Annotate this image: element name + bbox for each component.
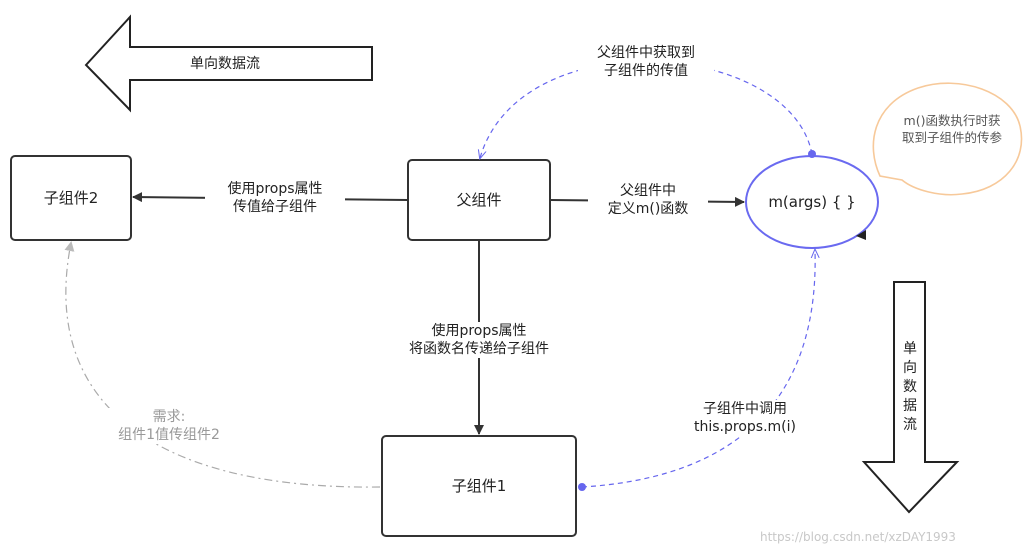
parent-label: 父组件 — [456, 191, 502, 209]
callout-bubble — [872, 82, 1023, 196]
edge-label-line: 使用props属性 — [431, 323, 527, 339]
callout-line: 取到子组件的传参 — [901, 130, 1002, 145]
edge-label-line: 使用props属性 — [227, 181, 323, 197]
edge-label-line: 子组件中调用 — [703, 401, 787, 417]
edge-label-line: 将函数名传递给子组件 — [409, 341, 549, 357]
edge-label-line: 父组件中 — [620, 183, 676, 199]
edge-label-line: 组件1值传组件2 — [118, 427, 220, 443]
edge-label-line: 父组件中获取到 — [597, 45, 695, 61]
dataflow-down-char: 向 — [903, 360, 917, 376]
edge-label-parent-to-child1: 使用props属性 将函数名传递给子组件 — [388, 322, 570, 358]
child1-right-connector — [578, 483, 586, 491]
edge-label-line: 子组件的传值 — [604, 63, 688, 79]
dataflow-down-char: 数 — [903, 379, 917, 395]
edge-label-line: 定义m()函数 — [607, 201, 689, 217]
edge-label-parent-to-child2: 使用props属性 传值给子组件 — [205, 180, 345, 216]
method-label: m(args) { } — [768, 193, 856, 211]
edge-label-child1-to-child2: 需求: 组件1值传组件2 — [104, 408, 234, 444]
edge-label-method-to-parent: 父组件中获取到 子组件的传值 — [578, 44, 714, 80]
callout-text: m()函数执行时获 取到子组件的传参 — [884, 112, 1020, 146]
dataflow-left-label: 单向数据流 — [190, 56, 260, 72]
edge-label-line: this.props.m(i) — [694, 419, 796, 435]
watermark: https://blog.csdn.net/xzDAY1993 — [760, 530, 956, 544]
method-top-connector — [808, 150, 816, 158]
edge-label-child1-to-method: 子组件中调用 this.props.m(i) — [682, 400, 808, 436]
dataflow-down-label: 单 向 数 据 流 — [900, 340, 920, 435]
child2-node[interactable] — [10, 155, 132, 241]
child2-label: 子组件2 — [43, 189, 99, 207]
edge-method-to-parent — [480, 60, 813, 158]
dataflow-left-arrow — [84, 14, 373, 113]
edge-label-parent-to-method: 父组件中 定义m()函数 — [588, 182, 708, 218]
dataflow-down-char: 单 — [903, 341, 917, 357]
edge-label-line: 传值给子组件 — [233, 199, 317, 215]
edge-child1-to-child2 — [64, 241, 381, 488]
edge-label-line: 需求: — [152, 409, 186, 425]
child1-node[interactable] — [381, 435, 577, 537]
edge-child1-to-method — [581, 250, 815, 488]
method-resize-handle — [856, 230, 866, 240]
dataflow-down-char: 流 — [903, 417, 917, 433]
callout-line: m()函数执行时获 — [903, 113, 1001, 128]
dataflow-down-char: 据 — [903, 398, 917, 414]
dataflow-down-arrow — [861, 281, 960, 514]
child1-label: 子组件1 — [451, 477, 507, 495]
